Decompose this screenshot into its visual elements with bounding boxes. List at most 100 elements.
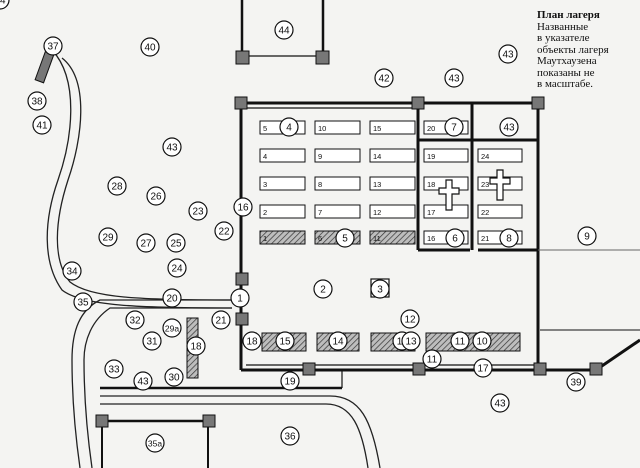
barrack: [259, 148, 306, 163]
map-marker: 42: [374, 68, 394, 88]
legend-line: в масштабе.: [537, 78, 593, 90]
barrack-number: 10: [318, 124, 326, 133]
map-marker: 15: [275, 331, 295, 351]
map-marker: 3: [370, 279, 390, 299]
map-marker: 37: [43, 36, 63, 56]
svg-text:44: 44: [0, 0, 6, 7]
svg-text:7: 7: [451, 123, 457, 134]
barrack-number: 3: [263, 180, 267, 189]
barrack: [369, 176, 416, 191]
svg-text:34: 34: [66, 267, 78, 278]
map-marker: 27: [136, 233, 156, 253]
map-marker: 6: [445, 228, 465, 248]
map-marker: 8: [499, 228, 519, 248]
map-marker: 41: [32, 115, 52, 135]
map-marker: 10: [472, 331, 492, 351]
svg-text:35: 35: [77, 298, 89, 309]
legend-line: показаны не: [537, 66, 595, 79]
svg-text:17: 17: [477, 364, 489, 375]
map-marker: 34: [62, 261, 82, 281]
barrack-number: 22: [481, 208, 489, 217]
svg-text:6: 6: [452, 234, 458, 245]
svg-text:29a: 29a: [165, 324, 179, 334]
barrack-number: 13: [373, 180, 381, 189]
svg-text:2: 2: [320, 285, 326, 296]
barrack-number: 20: [427, 124, 435, 133]
map-marker: 43: [498, 44, 518, 64]
map-marker: 29a: [162, 318, 182, 338]
map-marker: 9: [577, 226, 597, 246]
map-marker: 16: [233, 197, 253, 217]
map-marker: 35: [73, 292, 93, 312]
barrack: [314, 120, 361, 135]
barrack-number: 18: [427, 180, 435, 189]
svg-text:40: 40: [144, 43, 156, 54]
svg-text:43: 43: [166, 143, 178, 154]
legend: План лагеря Названные в указателе объект…: [537, 9, 637, 91]
svg-text:18: 18: [246, 337, 258, 348]
barrack-number: 6: [318, 234, 322, 243]
cross-icon: [438, 169, 511, 211]
svg-text:21: 21: [215, 316, 227, 327]
map-marker: 44: [274, 20, 294, 40]
svg-text:14: 14: [332, 337, 344, 348]
map-marker: 4: [279, 117, 299, 137]
map-marker: 36: [280, 426, 300, 446]
barrack-number: 24: [481, 152, 489, 161]
barrack: [314, 176, 361, 191]
svg-text:19: 19: [284, 377, 296, 388]
barrack: [314, 148, 361, 163]
map-marker: 13: [401, 331, 421, 351]
svg-text:23: 23: [192, 207, 204, 218]
svg-text:4: 4: [286, 123, 292, 134]
svg-text:26: 26: [150, 192, 162, 203]
map-marker: 28: [107, 176, 127, 196]
map-marker: 14: [328, 331, 348, 351]
map-marker: 7: [444, 117, 464, 137]
svg-text:31: 31: [146, 337, 158, 348]
map-marker: 43: [133, 371, 153, 391]
map-marker: 2: [313, 279, 333, 299]
barrack: [477, 204, 523, 219]
barrack-number: 1: [263, 234, 267, 243]
barrack-number: 5: [263, 124, 267, 133]
map-marker: 43: [499, 117, 519, 137]
svg-text:32: 32: [129, 316, 141, 327]
map-marker: 25: [166, 233, 186, 253]
map-marker: 26: [146, 186, 166, 206]
barrack-number: 9: [318, 152, 322, 161]
map-marker: 24: [167, 258, 187, 278]
map-marker: 38: [27, 91, 47, 111]
barrack-number: 4: [263, 152, 267, 161]
svg-text:33: 33: [108, 365, 120, 376]
map-marker: 11: [422, 349, 442, 369]
svg-text:13: 13: [405, 337, 417, 348]
map-marker: 43: [490, 393, 510, 413]
map-marker: 43: [162, 137, 182, 157]
svg-text:43: 43: [494, 399, 506, 410]
svg-text:27: 27: [140, 239, 152, 250]
map-marker: 19: [280, 371, 300, 391]
map-marker: 35a: [145, 433, 165, 453]
svg-text:24: 24: [171, 264, 183, 275]
barrack-number: 11: [373, 234, 381, 243]
svg-text:22: 22: [218, 227, 230, 238]
map-marker: 31: [142, 331, 162, 351]
barrack: [259, 176, 306, 191]
svg-text:9: 9: [584, 232, 590, 243]
svg-text:28: 28: [111, 182, 123, 193]
barrack: [423, 148, 469, 163]
map-marker: 40: [140, 37, 160, 57]
legend-line: Названные: [537, 20, 589, 33]
legend-title: План лагеря: [537, 9, 600, 21]
svg-text:38: 38: [31, 97, 43, 108]
barrack: [259, 230, 306, 245]
barrack-number: 14: [373, 152, 381, 161]
map-marker: 18: [186, 336, 206, 356]
barrack-number: 19: [427, 152, 435, 161]
map-marker: 18: [242, 331, 262, 351]
barrack-number: 15: [373, 124, 381, 133]
svg-text:30: 30: [168, 373, 180, 384]
map-marker: 1: [230, 288, 250, 308]
